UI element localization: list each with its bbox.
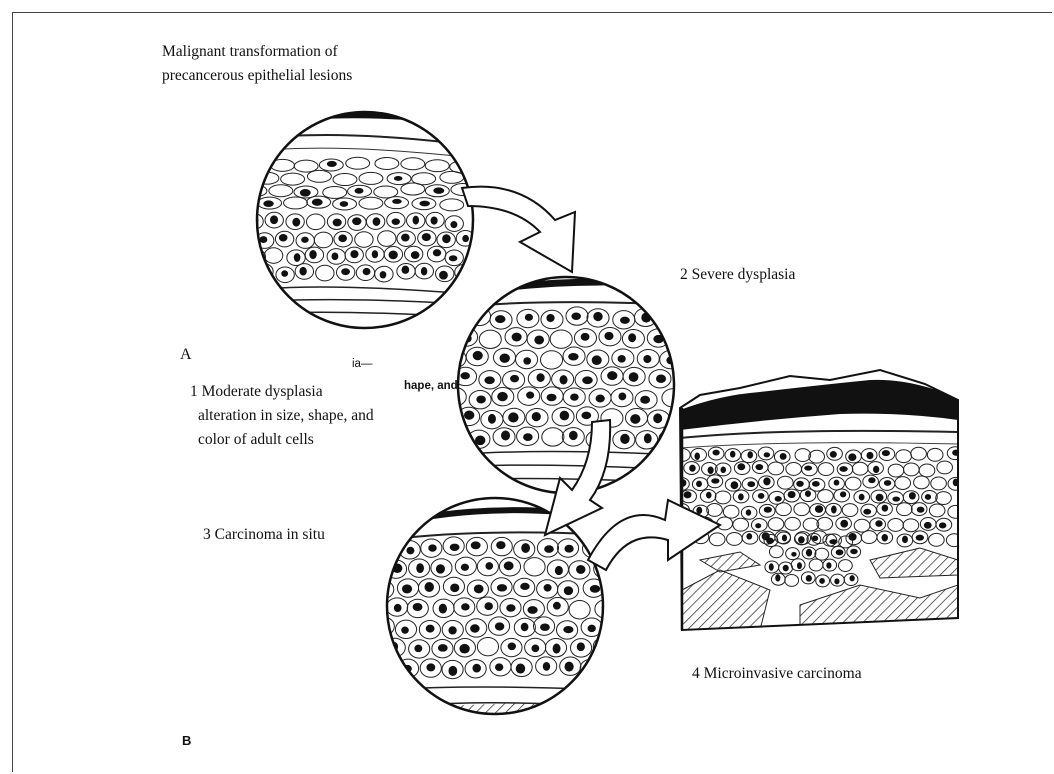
microinvasive-carcinoma-block [673, 370, 964, 635]
stage-1-title: 1 Moderate dysplasia [190, 380, 374, 404]
stage-1-label: 1 Moderate dysplasia alteration in size,… [190, 380, 374, 452]
moderate-dysplasia-circle [243, 112, 480, 328]
stage-1-desc-line-2: color of adult cells [190, 428, 374, 452]
figure-title-line-1: Malignant transformation of [162, 40, 352, 64]
figure-title: Malignant transformation of precancerous… [162, 40, 352, 88]
stage-2-label: 2 Severe dysplasia [680, 263, 795, 287]
panel-label-b: B [182, 731, 191, 751]
severe-dysplasia-circle [443, 277, 684, 493]
carcinoma-in-situ-circle [373, 498, 616, 720]
curved-arrow-icon [545, 420, 610, 535]
stage-1-desc-line-1: alteration in size, shape, and [190, 404, 374, 428]
stage-4-label: 4 Microinvasive carcinoma [692, 662, 862, 686]
overprint-fragment-top: ia— [352, 358, 372, 372]
figure-title-line-2: precancerous epithelial lesions [162, 64, 352, 88]
curved-arrow-icon [462, 187, 575, 272]
panel-label-a: A [180, 343, 192, 368]
overprint-fragment-bottom: hape, and [404, 380, 458, 394]
stage-3-label: 3 Carcinoma in situ [203, 523, 325, 547]
